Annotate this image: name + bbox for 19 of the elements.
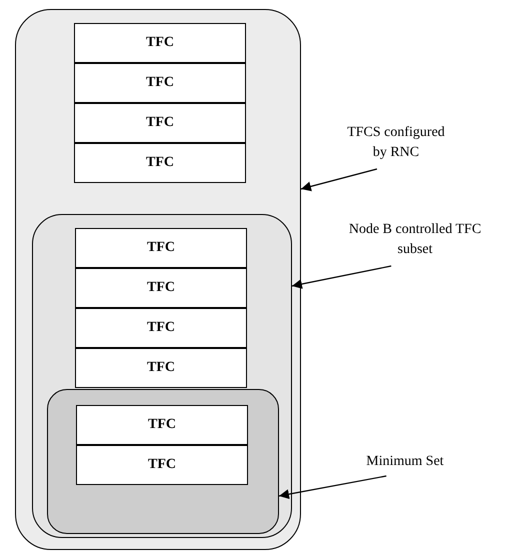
list-entry-box: TFC [74,143,246,183]
leader-arrow [300,168,378,192]
list-entry-box: TFC [75,348,247,388]
list-entry-box: TFC [75,308,247,348]
callout-text: Node B controlled TFC subset [345,220,485,264]
callout-text: Minimum Set [350,452,460,474]
list-entry-box: TFC [74,23,246,63]
rounded-container [47,389,279,534]
list-entry-box: TFC [76,405,248,445]
callout-text: TFCS configured by RNC [340,123,452,167]
rounded-container [32,214,292,538]
rounded-container [15,9,301,550]
list-entry-box: TFC [75,268,247,308]
list-entry-box: TFC [75,228,247,268]
list-entry-box: TFC [74,103,246,143]
list-entry-box: TFC [76,445,248,485]
list-entry-box: TFC [74,63,246,103]
leader-arrow [278,475,386,500]
leader-arrow [292,265,392,289]
